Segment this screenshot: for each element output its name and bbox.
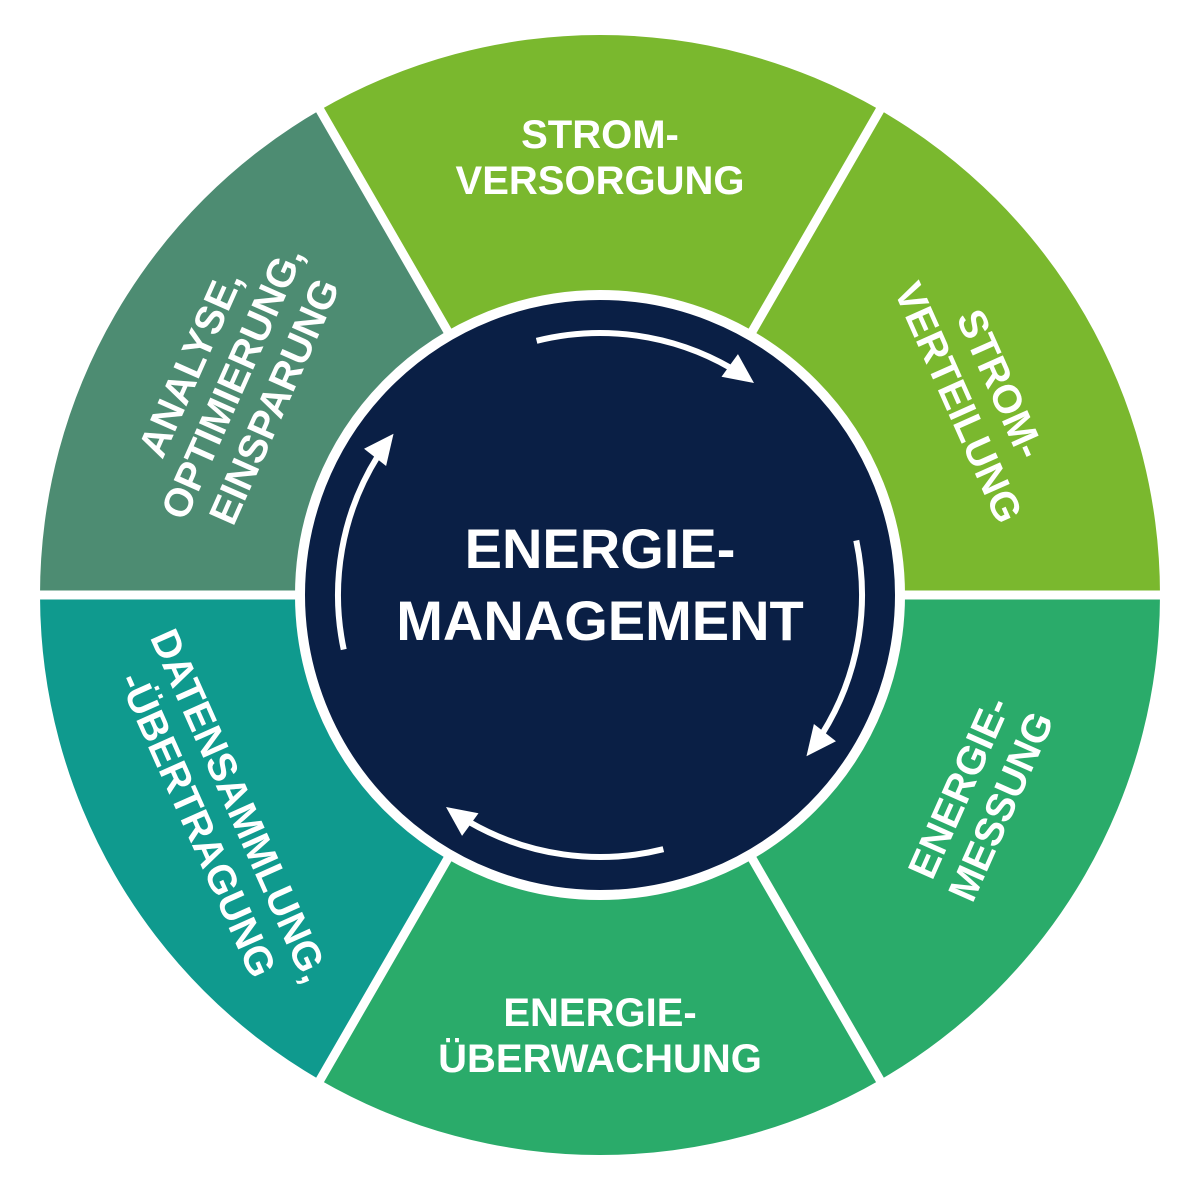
center-title-line2: MANAGEMENT (396, 589, 804, 652)
segment-label-line: ÜBERWACHUNG (438, 1036, 762, 1081)
center-circle (295, 290, 905, 900)
segment-label-stromversorgung: STROM-VERSORGUNG (456, 113, 745, 203)
arrow-bottom-shaft (467, 819, 665, 860)
arrow-bottom-head (446, 806, 479, 836)
arrow-left-head (364, 433, 394, 466)
segment-label-line: VERSORGUNG (456, 159, 745, 203)
cycle-arrows (335, 330, 865, 860)
segment-energieueberwachung (320, 854, 880, 1156)
segment-stromversorgung (320, 34, 880, 336)
arrow-left-shaft (335, 454, 381, 651)
segment-energiemessung (750, 595, 1160, 1080)
arrow-top-shaft (535, 330, 733, 371)
divider-line (746, 852, 886, 1086)
center-title-line1: ENERGIE- (465, 517, 736, 580)
segment-stromverteilung (750, 110, 1160, 596)
arrow-top-head (721, 354, 754, 384)
divider-line (314, 852, 454, 1086)
arrow-right-shaft (819, 539, 865, 736)
segment-datensammlung (40, 595, 450, 1080)
divider-line (314, 104, 454, 338)
segment-label-line: ENERGIE- (503, 991, 696, 1035)
divider-line (746, 104, 886, 338)
segment-label-energieueberwachung: ENERGIE-ÜBERWACHUNG (438, 991, 762, 1081)
segments-group (40, 34, 1160, 1156)
segment-label-line: STROM- (521, 113, 679, 157)
arrow-right-head (806, 724, 836, 757)
segment-analyse (40, 110, 450, 596)
divider-lines (36, 104, 1164, 1086)
